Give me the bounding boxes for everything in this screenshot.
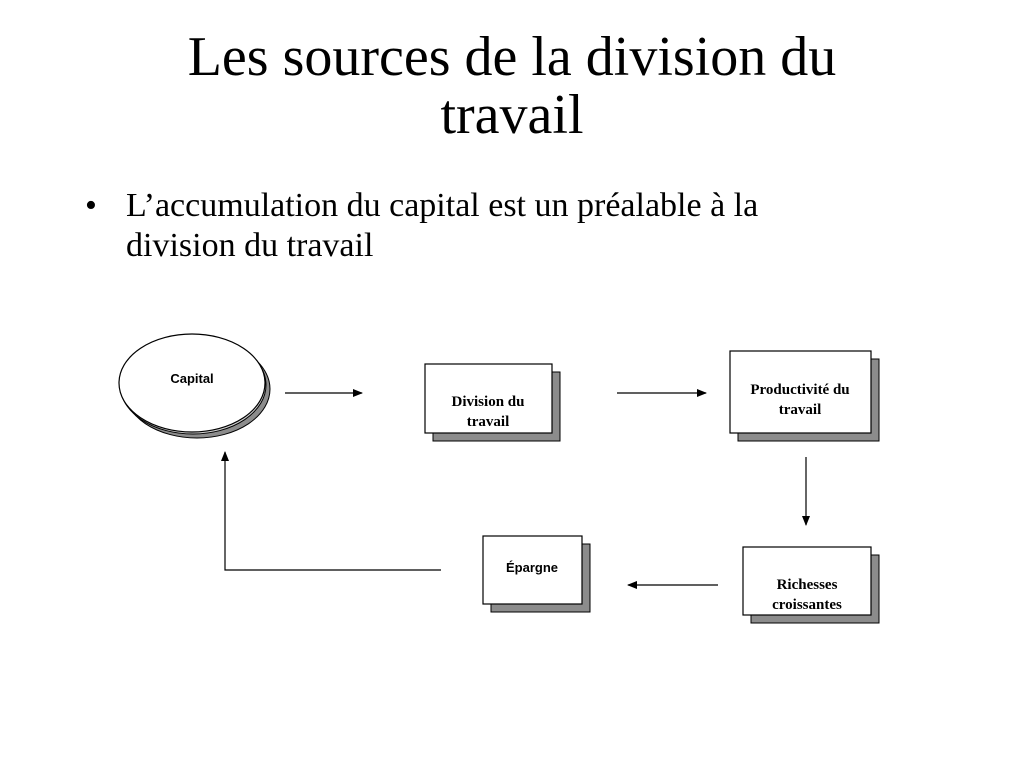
slide-title-line-1: Les sources de la division du	[187, 26, 837, 88]
node-richesses-label-line-2: croissantes	[772, 597, 842, 613]
slide-title: Les sources de la division du travail	[0, 28, 1024, 144]
bullet-text-line-2: division du travail	[126, 227, 374, 264]
node-richesses-label-line-1: Richesses	[777, 577, 838, 593]
node-capital-label: Capital	[170, 371, 213, 386]
node-productivite-du-travail: Productivité du travail	[729, 350, 880, 442]
node-capital: Capital	[118, 333, 271, 439]
node-richesses-croissantes: Richesses croissantes	[742, 546, 880, 624]
bullet-text-line-1: L’accumulation du capital est un préalab…	[126, 187, 759, 224]
node-division-du-travail: Division du travail	[424, 363, 561, 442]
bullet-symbol: •	[85, 187, 97, 224]
node-epargne: Épargne	[482, 535, 591, 613]
node-productivite-label-line-1: Productivité du	[750, 382, 849, 398]
node-division-label-line-2: travail	[467, 414, 510, 430]
arrow-epargne-to-capital	[221, 451, 441, 571]
node-division-label-line-1: Division du	[452, 394, 525, 410]
bullet-text: L’accumulation du capital est un préalab…	[126, 186, 906, 266]
node-productivite-label-line-2: travail	[779, 402, 822, 418]
slide-title-line-2: travail	[440, 84, 584, 146]
node-epargne-label: Épargne	[506, 560, 558, 575]
